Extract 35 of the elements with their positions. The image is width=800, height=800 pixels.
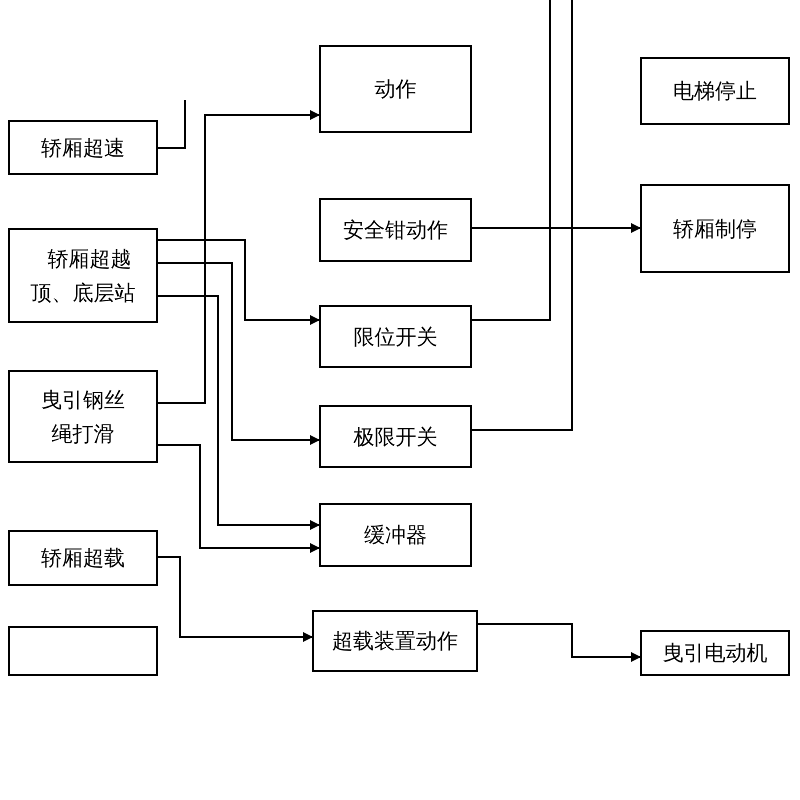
box-label: 轿厢超载 bbox=[41, 545, 125, 572]
connector-arrow bbox=[158, 239, 320, 325]
process-box bbox=[8, 228, 158, 323]
box-label: 动作 bbox=[374, 76, 416, 103]
empty-box bbox=[8, 626, 158, 676]
box-label: 极限开关 bbox=[354, 424, 438, 450]
connector-arrow bbox=[478, 623, 641, 662]
process-box bbox=[640, 630, 790, 676]
process-box bbox=[8, 370, 158, 463]
box-label: 超载装置动作 bbox=[332, 628, 458, 655]
process-box bbox=[319, 305, 472, 368]
process-box bbox=[319, 198, 472, 262]
box-label: 轿厢超速 bbox=[41, 134, 125, 162]
box-label: 缓冲器 bbox=[364, 522, 427, 549]
process-box bbox=[319, 503, 472, 567]
process-box bbox=[312, 610, 478, 672]
connector-arrow bbox=[158, 556, 313, 642]
process-box bbox=[8, 120, 158, 175]
connector-arrow bbox=[158, 295, 320, 530]
box-label: 轿厢制停 bbox=[673, 216, 757, 242]
box-label: 曳引钢丝绳打滑 bbox=[40, 386, 126, 448]
process-box bbox=[640, 57, 790, 125]
box-label: 曳引电动机 bbox=[662, 640, 768, 667]
process-box bbox=[319, 405, 472, 468]
process-box bbox=[8, 530, 158, 586]
process-box bbox=[319, 45, 472, 133]
box-label: 安全钳动作 bbox=[343, 217, 448, 244]
box-label: 电梯停止 bbox=[673, 78, 757, 105]
box-label: 轿厢超越顶、底层站 bbox=[30, 246, 136, 306]
connector-arrow bbox=[158, 444, 320, 553]
connector-arrow bbox=[472, 223, 641, 233]
connector-arrow bbox=[158, 110, 320, 404]
process-box bbox=[640, 184, 790, 273]
box-label: 限位开关 bbox=[354, 324, 438, 350]
connector-arrow bbox=[158, 262, 320, 445]
